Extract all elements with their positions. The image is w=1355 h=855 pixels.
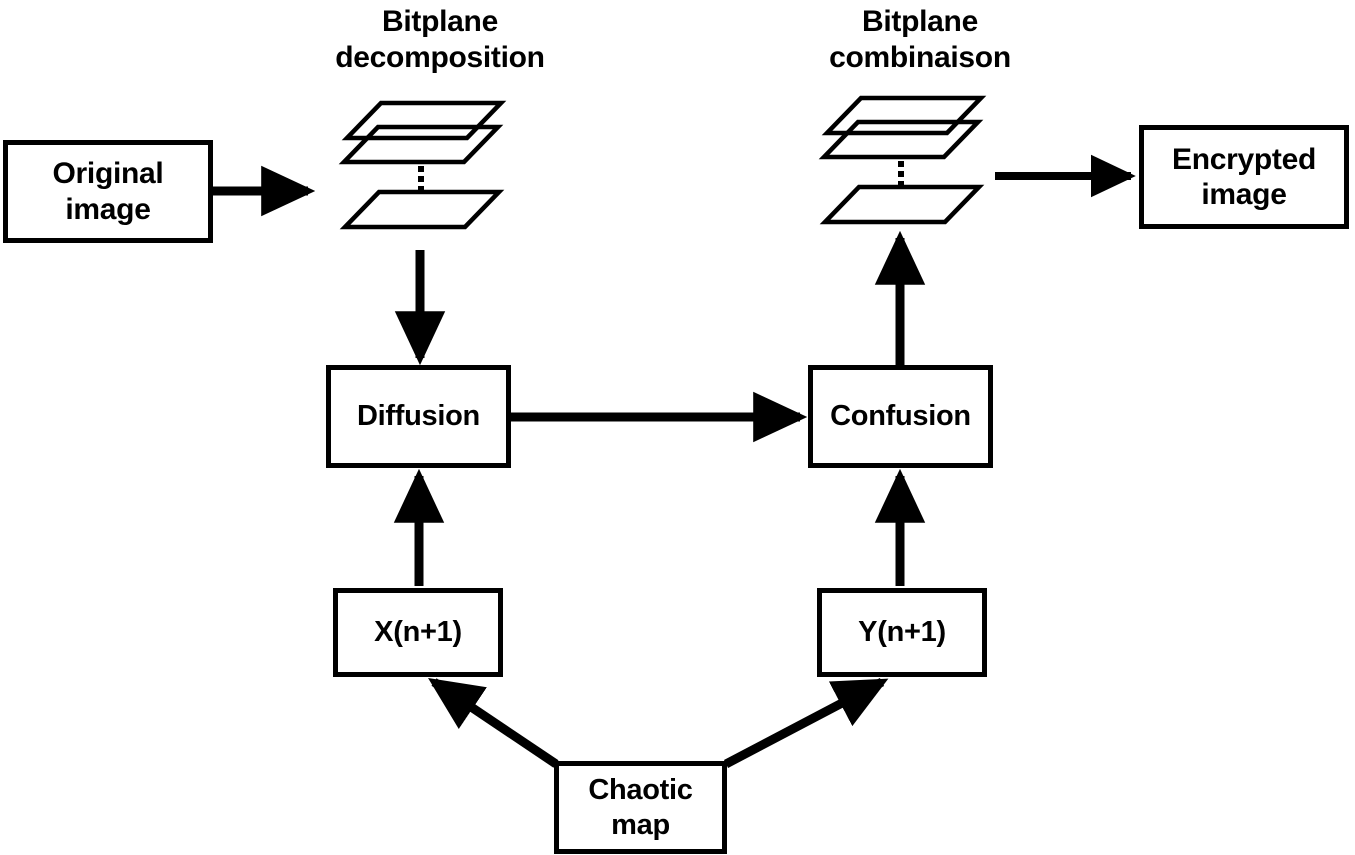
node-original-image[interactable]: Original image — [3, 140, 213, 243]
node-encrypted-image-label: Encrypted image — [1171, 142, 1316, 211]
bitplane-stack-combinaison-icon — [818, 95, 987, 225]
bitplane-ellipsis-combinaison-icon — [898, 161, 904, 187]
node-chaotic-map-label: Chaotic map — [588, 774, 693, 841]
bitplane-decomposition-caption: Bitplane decomposition — [335, 5, 545, 74]
node-x-next[interactable]: X(n+1) — [333, 588, 503, 677]
node-y-next-label: Y(n+1) — [858, 616, 946, 649]
edge-chaotic-to-ynext — [723, 678, 889, 768]
edge-chaotic-to-xnext — [428, 677, 559, 768]
node-chaotic-map[interactable]: Chaotic map — [554, 761, 727, 854]
node-confusion-label: Confusion — [830, 400, 971, 433]
node-diffusion-label: Diffusion — [357, 400, 480, 433]
node-confusion[interactable]: Confusion — [808, 365, 993, 468]
node-y-next[interactable]: Y(n+1) — [817, 588, 987, 677]
node-encrypted-image[interactable]: Encrypted image — [1139, 125, 1349, 229]
bitplane-ellipsis-decomposition-icon — [418, 166, 424, 192]
node-diffusion[interactable]: Diffusion — [326, 365, 511, 468]
node-original-image-label: Original image — [52, 157, 164, 226]
bitplane-combinaison-caption: Bitplane combinaison — [829, 5, 1011, 74]
node-x-next-label: X(n+1) — [374, 616, 462, 649]
bitplane-stack-decomposition-icon — [338, 100, 507, 230]
